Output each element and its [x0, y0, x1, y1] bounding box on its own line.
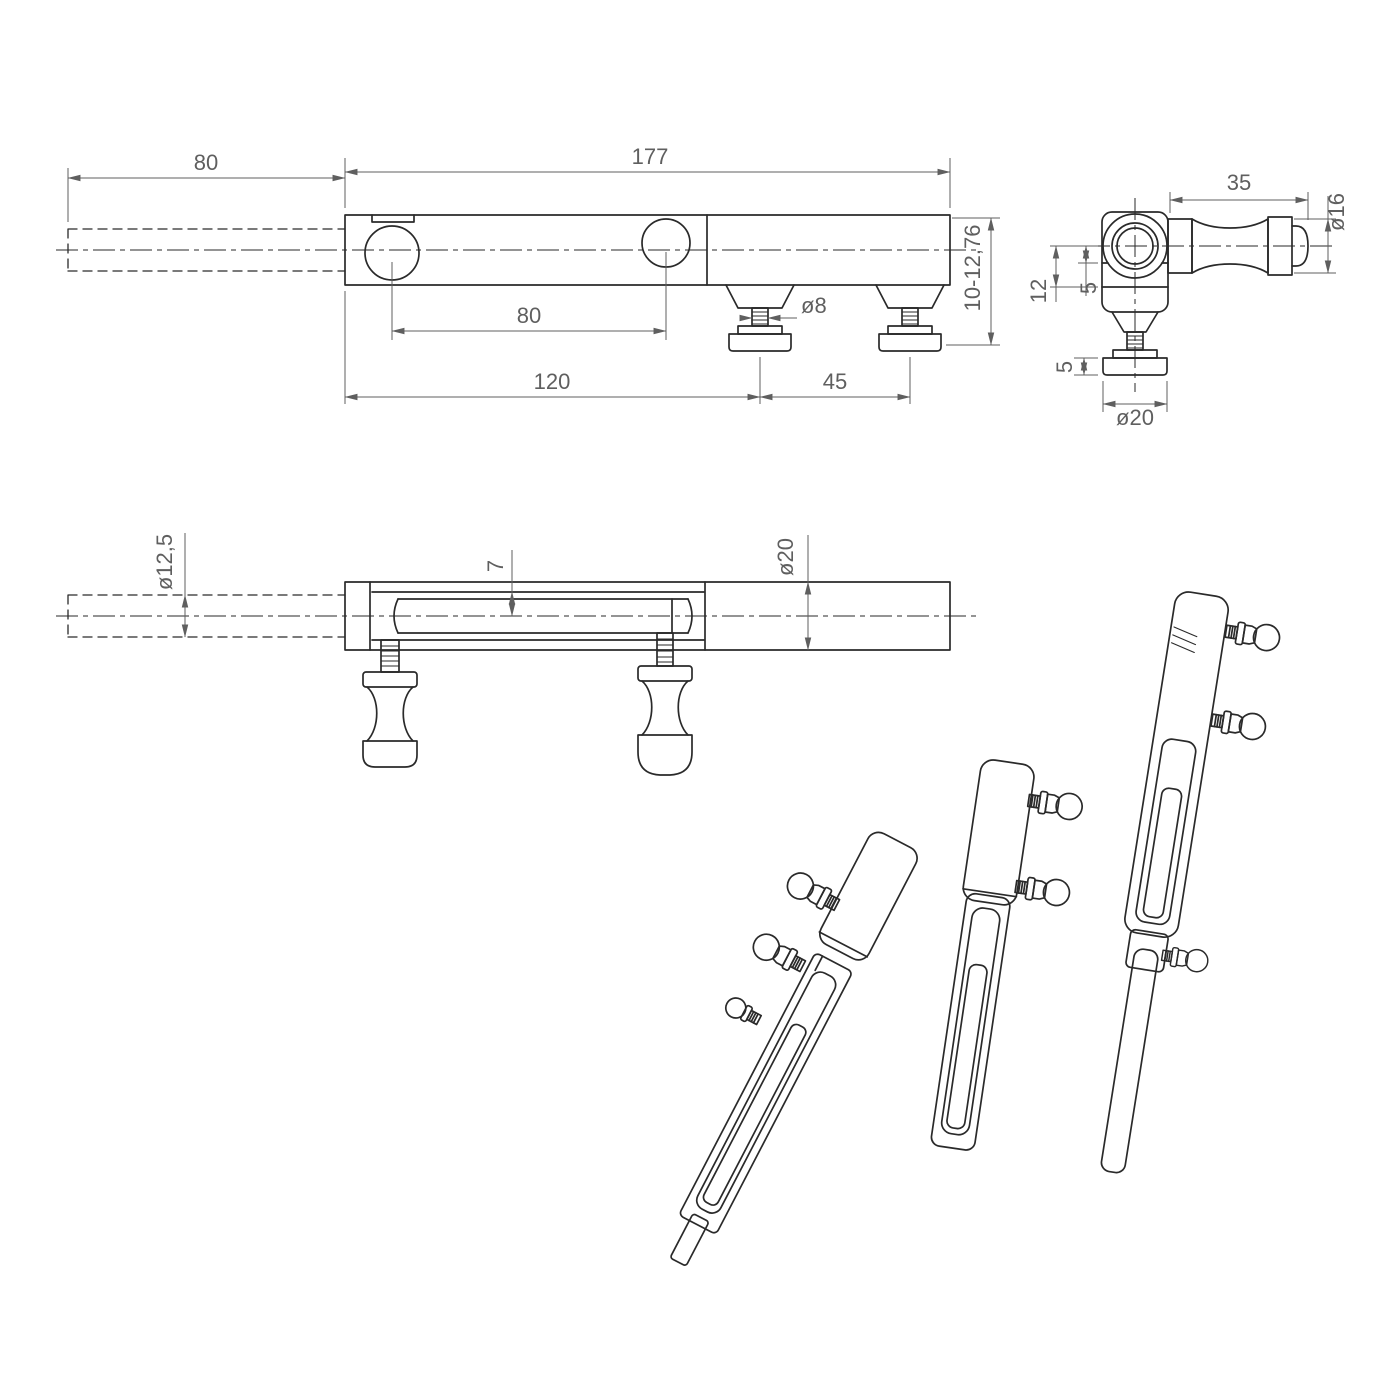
view-end: 35 ø16 12 5 5 ø20 [1026, 170, 1349, 430]
dim-knob-diameter: ø16 [1324, 193, 1349, 231]
dim-body-length: 177 [632, 144, 669, 169]
dim-slot-width: 7 [483, 560, 508, 572]
knob-icon [747, 928, 810, 979]
view-front: ø12,5 7 ø20 [56, 533, 976, 776]
dim-stem-diameter: ø8 [801, 293, 827, 318]
bolt-body-outline [67, 214, 951, 352]
knob-icon [1025, 786, 1085, 823]
end-view-outline [1101, 211, 1309, 376]
dim-slot-offset: 5 [1076, 282, 1101, 294]
dim-rod-diameter: ø12,5 [152, 534, 177, 590]
knob-icon [1013, 872, 1073, 909]
iso-view-exploded [670, 831, 918, 1266]
dim-rod-length: 80 [194, 150, 218, 175]
knob-icon [1209, 706, 1269, 743]
view-top-side: 80 177 10-12,76 80 ø8 120 45 [56, 144, 1000, 404]
iso-view-assembled [1100, 591, 1283, 1174]
knob-icon [782, 867, 844, 918]
dim-center-spacing: 80 [517, 303, 541, 328]
dim-slot-depth: 12 [1026, 279, 1051, 303]
dim-knob-length: 35 [1227, 170, 1251, 195]
dimension-lines-end [1050, 192, 1336, 412]
dimension-lines-front [181, 533, 812, 651]
dim-height-range: 10-12,76 [960, 225, 985, 312]
knob-icon [1159, 943, 1211, 975]
dimension-lines-top [67, 158, 1000, 404]
dim-base-diameter: ø20 [1116, 405, 1154, 430]
front-view-outline [67, 581, 951, 776]
dim-body-diameter: ø20 [773, 538, 798, 576]
iso-view-partial [930, 759, 1085, 1151]
dim-base-height: 5 [1052, 361, 1077, 373]
dim-foot-offset: 120 [534, 369, 571, 394]
dim-foot-spacing: 45 [823, 369, 847, 394]
pin-icon [721, 993, 765, 1030]
knob-icon [1223, 617, 1283, 654]
